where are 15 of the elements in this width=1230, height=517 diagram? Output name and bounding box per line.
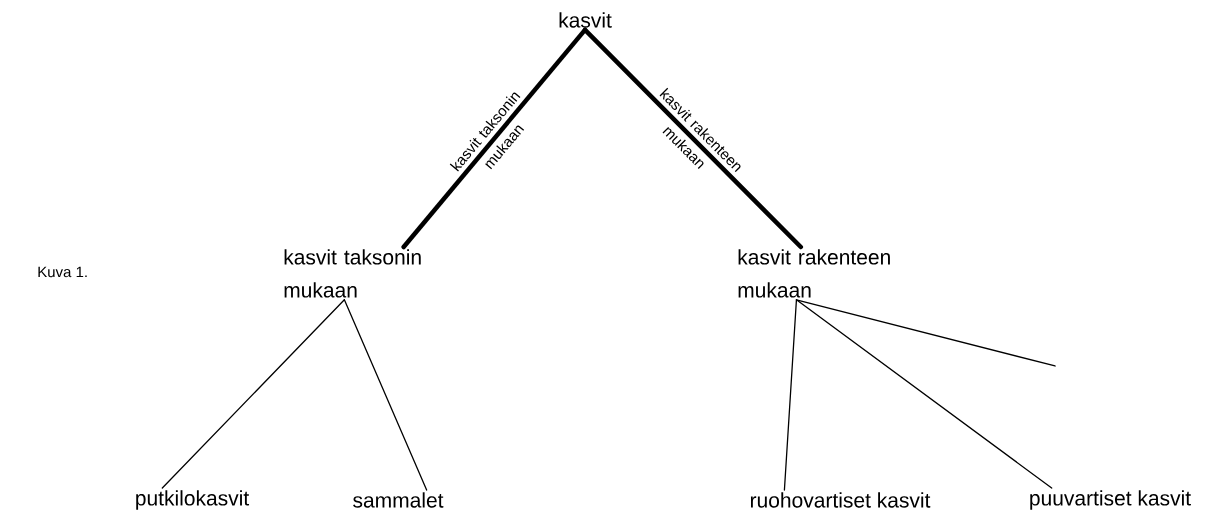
connector-line bbox=[582, 27, 804, 250]
connector-line bbox=[401, 27, 588, 250]
connector-line bbox=[783, 299, 798, 491]
connector-line bbox=[795, 299, 1053, 489]
node-text: kasvit bbox=[559, 12, 612, 28]
connector-line bbox=[343, 299, 428, 491]
connector-line bbox=[795, 299, 1056, 367]
node-text: kasvit taksonin mukaan bbox=[284, 249, 421, 298]
node-text: putkilokasvit bbox=[136, 490, 250, 510]
node-text: kasvit rakenteen mukaan bbox=[738, 249, 890, 298]
node-text: ruohovartiset kasvit bbox=[750, 492, 931, 508]
figure-caption: Kuva 1. bbox=[38, 266, 87, 278]
node-text: sammalet bbox=[353, 492, 444, 508]
connector-line bbox=[161, 299, 345, 489]
node-text: puuvartiset kasvit bbox=[1030, 490, 1191, 510]
